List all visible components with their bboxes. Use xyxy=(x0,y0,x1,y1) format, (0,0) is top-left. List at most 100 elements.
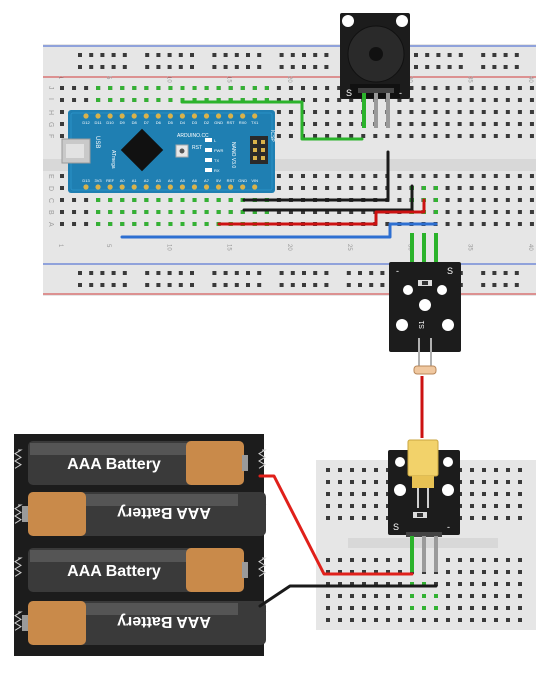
breadboard-hole xyxy=(398,606,402,610)
breadboard-hole xyxy=(313,110,318,114)
breadboard-hole xyxy=(60,222,64,226)
rail-hole xyxy=(492,53,497,57)
rail-hole xyxy=(89,271,94,275)
breadboard-hole xyxy=(84,210,89,214)
rail-hole xyxy=(122,65,127,69)
battery-spring xyxy=(14,504,23,524)
nano-pin-label: 3V3 xyxy=(94,178,102,183)
connected-hole xyxy=(434,594,438,598)
column-number-label: 30 xyxy=(406,244,412,251)
breadboard-hole xyxy=(276,186,281,190)
arduino-nano[interactable]: D12D13D113V3D10REFD9A0D8A1D7A2D6A3D5A4D4… xyxy=(61,110,275,193)
rail-hole xyxy=(324,65,329,69)
buzzer-module[interactable]: S - xyxy=(340,13,410,128)
breadboard-hole xyxy=(445,186,450,190)
breadboard-hole xyxy=(84,86,89,90)
rail-hole xyxy=(156,65,161,69)
breadboard-hole xyxy=(325,110,330,114)
breadboard-hole xyxy=(349,186,354,190)
breadboard-hole xyxy=(60,98,64,102)
battery-spring xyxy=(14,449,23,469)
nano-pin-bottom xyxy=(131,184,137,190)
laser-module[interactable]: S - xyxy=(388,439,460,572)
rail-hole xyxy=(514,65,519,69)
breadboard-hole xyxy=(373,186,378,190)
breadboard-hole xyxy=(288,186,293,190)
breadboard-hole xyxy=(276,210,281,214)
red-battery-wire[interactable] xyxy=(258,474,414,576)
breadboard-hole xyxy=(349,110,354,114)
icsp-pin xyxy=(261,148,265,152)
blue-wire-signal[interactable] xyxy=(120,222,438,239)
connected-hole xyxy=(168,210,173,214)
breadboard-hole xyxy=(288,110,293,114)
breadboard-hole xyxy=(506,582,510,586)
breadboard-hole xyxy=(494,504,498,508)
black-wire-gnd-rail[interactable] xyxy=(242,184,414,212)
breadboard-hole xyxy=(469,210,474,214)
connected-hole xyxy=(180,86,185,90)
black-wire-gnd-buzzer[interactable] xyxy=(242,150,390,202)
rail-hole xyxy=(156,283,161,287)
rail-hole xyxy=(324,283,329,287)
receiver-module[interactable]: - S S1 xyxy=(389,233,461,375)
connected-hole xyxy=(96,210,101,214)
breadboard-hole xyxy=(434,582,438,586)
breadboard-hole xyxy=(362,594,366,598)
breadboard-hole xyxy=(481,198,486,202)
breadboard-hole xyxy=(349,174,354,178)
rail-hole xyxy=(100,271,105,275)
breadboard-hole xyxy=(338,468,342,472)
aaa-battery-cell: AAA Battery xyxy=(28,441,248,485)
breadboard-hole xyxy=(457,174,462,178)
breadboard-hole xyxy=(493,122,498,126)
row-letter-label: A xyxy=(47,222,54,227)
nano-pin-bottom xyxy=(107,184,113,190)
breadboard-hole xyxy=(469,122,474,126)
laser-pin-minus-label: - xyxy=(447,522,450,532)
breadboard-hole xyxy=(349,98,354,102)
breadboard-hole xyxy=(421,110,426,114)
rail-hole xyxy=(324,53,329,57)
rail-hole xyxy=(145,53,150,57)
breadboard-hole xyxy=(518,504,522,508)
column-number-label: 5 xyxy=(105,76,111,80)
nano-pin-label: D9 xyxy=(120,120,126,125)
rail-hole xyxy=(436,53,441,57)
breadboard-hole xyxy=(397,174,402,178)
green-wire-signal[interactable] xyxy=(180,100,364,141)
connected-hole xyxy=(422,606,426,610)
breadboard-hole xyxy=(326,558,330,562)
breadboard-hole xyxy=(350,582,354,586)
battery-spring xyxy=(258,449,267,469)
breadboard-hole xyxy=(409,122,414,126)
red-wire-5v[interactable] xyxy=(217,198,426,226)
nano-pin-label: D12 xyxy=(82,120,90,125)
breadboard-hole xyxy=(517,198,522,202)
column-number-label: 1 xyxy=(57,76,63,80)
breadboard-hole xyxy=(288,98,293,102)
breadboard-hole xyxy=(349,210,354,214)
rail-hole xyxy=(481,271,486,275)
breadboard-hole xyxy=(518,468,522,472)
breadboard-hole xyxy=(72,222,77,226)
rail-hole xyxy=(279,65,284,69)
breadboard-hole xyxy=(457,86,462,90)
breadboard-hole xyxy=(482,480,486,484)
connected-hole xyxy=(192,86,197,90)
breadboard-hole xyxy=(481,186,486,190)
connected-hole xyxy=(252,210,257,214)
black-battery-wire[interactable] xyxy=(258,584,438,608)
breadboard-hole xyxy=(325,134,330,138)
rail-hole xyxy=(89,65,94,69)
breadboard-hole xyxy=(398,570,402,574)
breadboard-hole xyxy=(469,134,474,138)
connected-hole xyxy=(144,222,149,226)
breadboard-hole xyxy=(481,110,486,114)
microcontroller-chip xyxy=(120,128,164,172)
breadboard-hole xyxy=(494,558,498,562)
breadboard-hole xyxy=(362,468,366,472)
breadboard-hole xyxy=(338,594,342,598)
breadboard-hole xyxy=(374,594,378,598)
